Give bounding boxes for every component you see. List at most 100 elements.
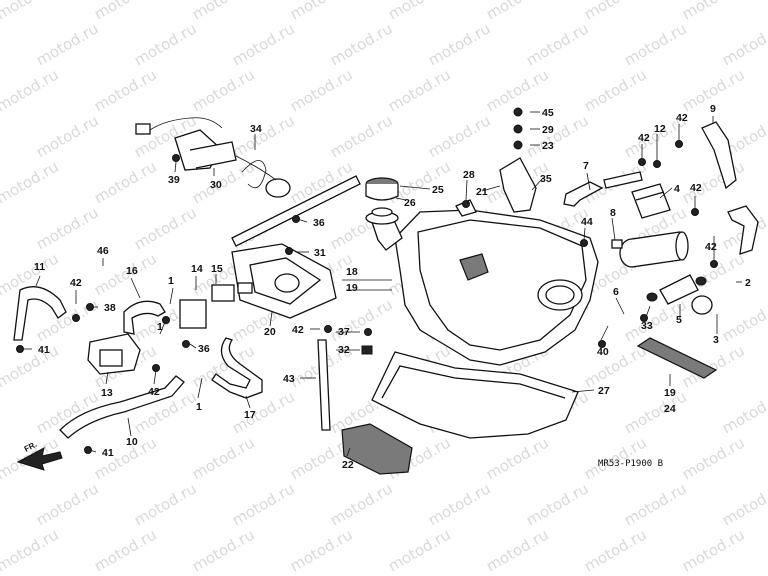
- callout-25: 25: [432, 184, 444, 196]
- breather-hoses: [13, 121, 759, 439]
- under-cover-22: [341, 423, 413, 475]
- watermark-text: motod.ru: [33, 203, 102, 253]
- callout-42: 42: [70, 277, 82, 289]
- watermark-text: motod.ru: [621, 19, 690, 69]
- watermark-text: motod.ru: [719, 479, 768, 529]
- callout-7: 7: [583, 160, 589, 172]
- callout-38: 38: [104, 302, 116, 314]
- callout-14: 14: [191, 263, 203, 275]
- watermark-text: motod.ru: [229, 111, 298, 161]
- fuel-unit-sender: [135, 117, 291, 198]
- callout-46: 46: [97, 245, 109, 257]
- watermark-text: motod.ru: [0, 525, 62, 575]
- callout-41: 41: [102, 447, 114, 459]
- callout-29: 29: [542, 124, 554, 136]
- callout-12: 12: [654, 123, 666, 135]
- callout-37: 37: [338, 326, 350, 338]
- callout-18: 18: [346, 266, 358, 278]
- watermark-text: motod.ru: [385, 525, 454, 575]
- watermark-text: motod.ru: [483, 525, 552, 575]
- callout-26: 26: [404, 197, 416, 209]
- watermark-text: motod.ru: [425, 111, 494, 161]
- callout-36: 36: [313, 217, 325, 229]
- pump-rubber-mount: [631, 183, 713, 315]
- leader-lines: [24, 111, 742, 457]
- fuel-tank: [371, 209, 599, 366]
- callout-6: 6: [613, 286, 619, 298]
- watermark-text: motod.ru: [91, 0, 160, 23]
- callout-1: 1: [196, 401, 202, 413]
- watermark-text: motod.ru: [91, 157, 160, 207]
- callout-13: 13: [101, 387, 113, 399]
- watermark-text: motod.ru: [425, 479, 494, 529]
- callout-23: 23: [542, 140, 554, 152]
- callout-5: 5: [676, 314, 682, 326]
- watermark-text: motod.ru: [33, 479, 102, 529]
- callout-34: 34: [250, 123, 262, 135]
- drawing-code: MR53-P1900 B: [598, 459, 663, 469]
- callout-10: 10: [126, 436, 138, 448]
- callout-31: 31: [314, 247, 326, 259]
- callout-9: 9: [710, 103, 716, 115]
- fuel-cut-valve: [87, 333, 141, 375]
- callout-28: 28: [463, 169, 475, 181]
- callout-4: 4: [674, 183, 680, 195]
- watermark-text: motod.ru: [719, 295, 768, 345]
- callout-42: 42: [676, 112, 688, 124]
- watermark-text: motod.ru: [581, 525, 650, 575]
- watermark-text: motod.ru: [91, 525, 160, 575]
- callout-41: 41: [38, 344, 50, 356]
- watermark-text: motod.ru: [0, 19, 4, 69]
- watermark-text: motod.ru: [581, 65, 650, 115]
- watermark-text: motod.ru: [0, 157, 62, 207]
- watermark-text: motod.ru: [719, 387, 768, 437]
- watermark-text: motod.ru: [679, 525, 748, 575]
- watermark-text: motod.ru: [189, 433, 258, 483]
- watermark-text: motod.ru: [679, 433, 748, 483]
- callout-27: 27: [598, 385, 610, 397]
- watermark-text: motod.ru: [189, 525, 258, 575]
- watermark-text: motod.ru: [33, 111, 102, 161]
- callout-30: 30: [210, 179, 222, 191]
- watermark-text: motod.ru: [229, 479, 298, 529]
- watermark-text: motod.ru: [483, 0, 552, 23]
- callout-11: 11: [34, 261, 45, 273]
- callout-42: 42: [638, 132, 650, 144]
- fuel-cut-relay-bracket: [179, 243, 337, 329]
- watermark-text: motod.ru: [0, 65, 62, 115]
- watermark-text: motod.ru: [189, 0, 258, 23]
- watermark-text: motod.ru: [483, 433, 552, 483]
- callout-40: 40: [597, 346, 609, 358]
- callout-24: 24: [664, 403, 676, 415]
- watermark-text: motod.ru: [523, 19, 592, 69]
- callout-21: 21: [476, 186, 488, 198]
- watermark-text: motod.ru: [131, 479, 200, 529]
- fuel-filter: [646, 274, 707, 305]
- watermark-text: motod.ru: [0, 203, 4, 253]
- fuel-pump: [611, 231, 689, 268]
- watermark-text: motod.ru: [0, 295, 4, 345]
- watermark-text: motod.ru: [327, 19, 396, 69]
- seal-19-24: [636, 337, 718, 379]
- watermark-text: motod.ru: [0, 479, 4, 529]
- watermark-text: motod.ru: [33, 19, 102, 69]
- callout-15: 15: [211, 263, 223, 275]
- watermark-text: motod.ru: [523, 479, 592, 529]
- watermark-text: motod.ru: [229, 19, 298, 69]
- callout-44: 44: [581, 216, 593, 228]
- callout-19: 19: [346, 282, 358, 294]
- watermark-text: motod.ru: [0, 387, 4, 437]
- callout-45: 45: [542, 107, 554, 119]
- callout-42: 42: [148, 386, 160, 398]
- callout-33: 33: [641, 320, 653, 332]
- watermark-text: motod.ru: [327, 479, 396, 529]
- watermark-text: motod.ru: [33, 295, 102, 345]
- fr-arrow: [16, 447, 63, 471]
- watermark-text: motod.ru: [523, 111, 592, 161]
- watermark-text: motod.ru: [581, 341, 650, 391]
- watermark-text: motod.ru: [385, 0, 454, 23]
